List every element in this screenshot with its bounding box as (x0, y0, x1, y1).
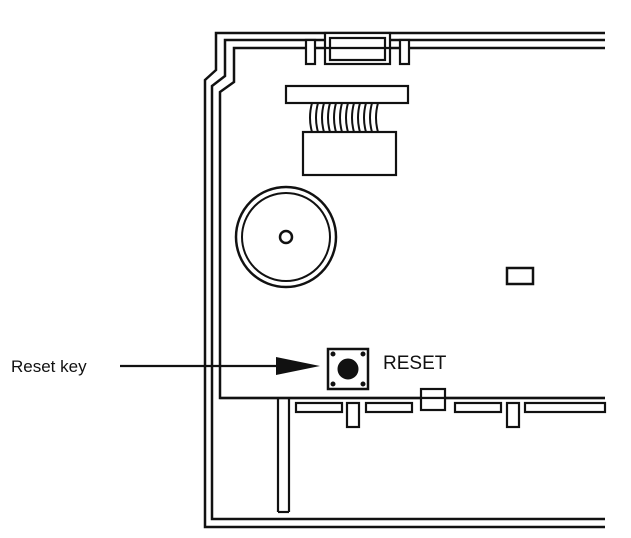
rail-segment (294, 401, 344, 414)
housing-outline (203, 31, 605, 529)
callout-label: Reset key (11, 357, 87, 376)
latch-post-right (398, 38, 411, 66)
ribbon-connector (284, 84, 410, 177)
buzzer-center-hole (278, 229, 294, 245)
reset-key-button (337, 358, 359, 380)
reset-key-corner-bl (330, 381, 336, 387)
buzzer-outer-ring (234, 185, 338, 289)
indicator-component (505, 266, 535, 286)
rail-peg (345, 401, 361, 429)
ribbon-cable (309, 102, 379, 133)
reset-key-corner-tl (330, 351, 336, 357)
bottom-rail (220, 387, 607, 514)
rail-segment (453, 401, 503, 414)
buzzer-inner-ring (241, 192, 331, 282)
callout-arrow (120, 357, 320, 375)
rail-clip (419, 387, 447, 400)
reset-key (326, 347, 370, 391)
rail-clip-base (419, 396, 447, 412)
housing-edge-outer (203, 31, 605, 529)
top-latch (304, 31, 411, 66)
connector-header (284, 84, 410, 105)
rail-segment (364, 401, 414, 414)
buzzer (234, 185, 338, 289)
rail-segment (523, 401, 607, 414)
reset-key-corner-tr (360, 351, 366, 357)
reset-key-corner-br (360, 381, 366, 387)
arrowhead (276, 357, 320, 375)
rail-peg (505, 401, 521, 429)
housing-edge-middle (210, 38, 605, 521)
connector-block (301, 130, 398, 177)
reset-label: RESET (383, 353, 447, 374)
housing-edge-inner (218, 46, 605, 400)
latch-post-left (304, 38, 317, 66)
